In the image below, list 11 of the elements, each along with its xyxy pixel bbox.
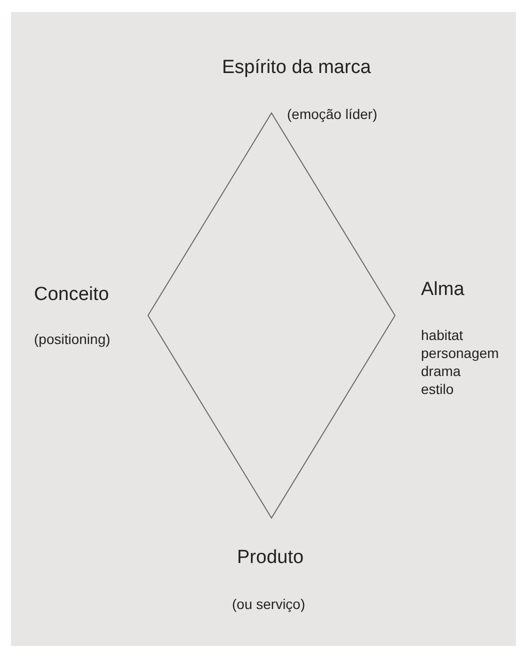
corner-note: estilo: [421, 381, 454, 398]
corner-heading: Espírito da marca: [222, 57, 371, 79]
corner-note: drama: [421, 363, 461, 380]
corner-note: (ou serviço): [232, 596, 306, 612]
corner-heading: Conceito: [34, 284, 109, 306]
corner-note: personagem: [421, 345, 499, 362]
corner-note: habitat: [421, 327, 464, 344]
corner-heading: Produto: [237, 547, 304, 569]
corner-note: (emoção líder): [287, 106, 378, 122]
corner-heading: Alma: [421, 279, 464, 301]
corner-note: (positioning): [34, 331, 110, 348]
